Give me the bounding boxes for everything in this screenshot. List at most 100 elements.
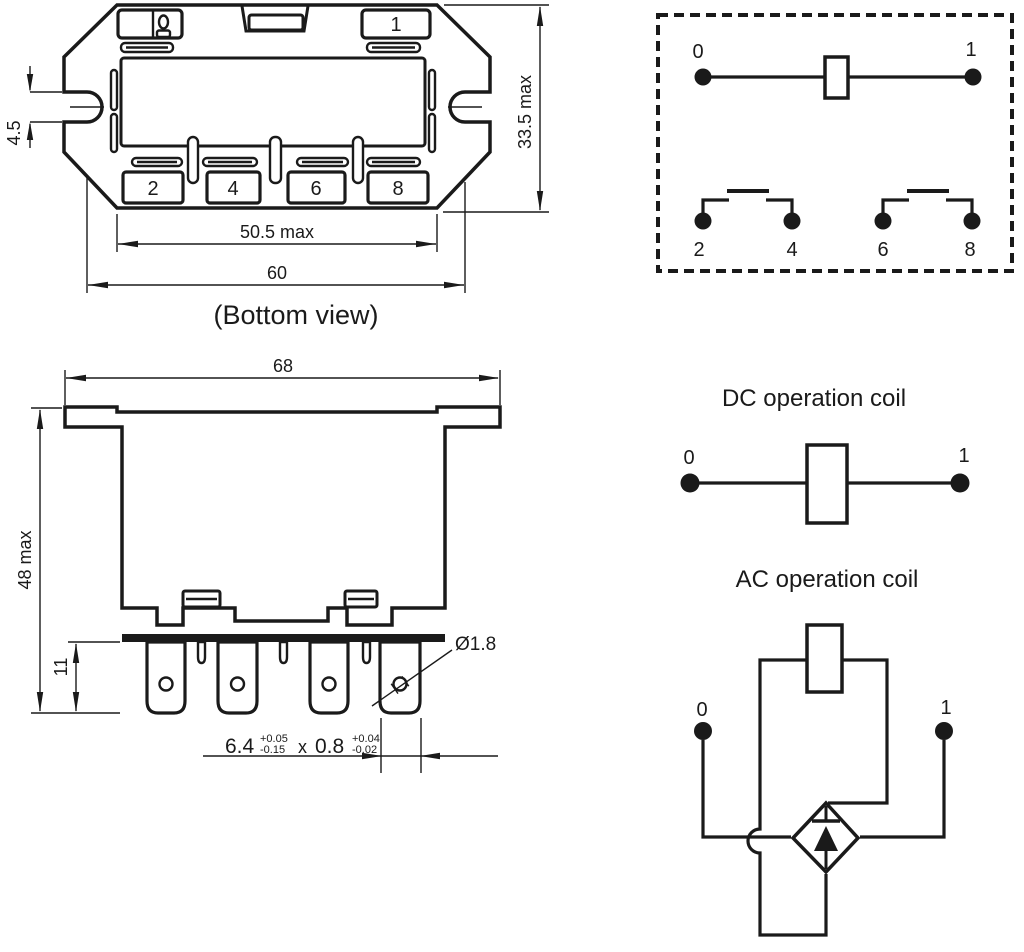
contact-terminal-6-label: 6: [877, 239, 888, 261]
coil-terminal-0: [694, 68, 712, 86]
dc-coil-diagram: DC operation coil 0 1: [680, 385, 970, 525]
coil-pad-1-label: 1: [390, 14, 401, 36]
vent-bar-4: [365, 156, 422, 168]
base-plate: [122, 634, 445, 642]
contact-pad-4: [205, 170, 262, 205]
dim-hole-dia-label: Ø1.8: [455, 634, 496, 655]
contact-pad-6-label: 6: [310, 178, 321, 200]
inner-cavity: [119, 56, 427, 148]
contact-8-lead: [946, 198, 974, 214]
coil-terminal-0-label: 0: [692, 41, 703, 63]
bottom-view: 1 2 4 6 8: [4, 3, 549, 330]
stub-pin-3: [361, 640, 372, 665]
coil-symbol: [823, 55, 850, 100]
vent-bar-2: [201, 156, 259, 168]
ac-terminal-0-label: 0: [696, 699, 707, 721]
contact-terminal-2: [694, 212, 712, 230]
ac-terminal-0: [694, 722, 712, 740]
ac-coil-left-wire: [746, 658, 828, 937]
ac-coil-right-wire: [828, 658, 889, 805]
latch-right: [343, 589, 379, 609]
dc-coil-title: DC operation coil: [722, 385, 906, 412]
left-rib-bottom: [109, 112, 119, 154]
divider-slot-3: [351, 135, 365, 185]
contact-4-lead: [766, 198, 794, 214]
contact-pad-4-label: 4: [227, 178, 238, 200]
left-rib-top: [109, 68, 119, 112]
right-rib-top: [427, 68, 437, 112]
dc-coil-symbol: [805, 443, 849, 525]
dc-terminal-0: [680, 473, 700, 493]
blade-thickness-plus-label: +0.04: [352, 733, 380, 745]
dc-terminal-1-label: 1: [958, 445, 969, 467]
dim-terminal-length: 11: [51, 641, 120, 712]
dim-slot-span-label: 60: [267, 263, 287, 283]
contact-2-lead: [701, 198, 729, 214]
dim-height: 33.5 max: [443, 4, 549, 213]
ac-coil-title: AC operation coil: [736, 566, 919, 593]
contact-terminal-6: [874, 212, 892, 230]
contact-pad-8-label: 8: [392, 178, 403, 200]
case-outline: [62, 3, 492, 210]
vent-bar-top-left: [119, 41, 175, 54]
terminal-schematic: 0 1 2 4 6 8: [656, 13, 1014, 273]
coil-pad-1: [360, 8, 432, 40]
divider-slot-1: [186, 135, 200, 185]
contact-terminal-4-label: 4: [786, 239, 797, 261]
contact-pad-8: [366, 170, 430, 205]
dim-body-width: 50.5 max: [116, 214, 438, 252]
blade-times-label: x: [298, 737, 307, 757]
blade-terminal-1-hole: [158, 676, 174, 692]
dim-total-height: 48 max: [15, 407, 120, 714]
contact-terminal-4: [783, 212, 801, 230]
blade-width-plus-label: +0.05: [260, 733, 288, 745]
contact-6-lead: [881, 198, 909, 214]
bottom-view-caption: (Bottom view): [213, 300, 378, 330]
contact-pad-2: [121, 170, 185, 205]
vent-bar-1: [130, 156, 184, 168]
blade-thickness-minus-label: -0.02: [352, 744, 377, 756]
dim-blade-section: 6.4 +0.05 -0.15 x 0.8 +0.04 -0.02: [203, 718, 498, 773]
stub-pin-2: [278, 640, 289, 665]
coil-terminal-1: [964, 68, 982, 86]
coil-pad-0-slot: [157, 14, 170, 30]
coil-pad-0-notch: [155, 29, 172, 39]
diode-triangle: [814, 826, 838, 851]
blade-terminal-3-hole: [321, 676, 337, 692]
dim-body-width-label: 50.5 max: [240, 222, 314, 242]
contact-pad-6: [286, 170, 347, 205]
dim-total-height-label: 48 max: [15, 530, 35, 589]
side-view: 68 48 max 11 Ø1.8: [15, 356, 502, 773]
dc-terminal-0-label: 0: [683, 447, 694, 469]
ac-terminal-1: [935, 722, 953, 740]
coil-terminal-1-label: 1: [965, 39, 976, 61]
contact-pad-2-label: 2: [147, 178, 158, 200]
schematic-border: [656, 13, 1014, 273]
blade-thickness-label: 0.8: [315, 735, 344, 758]
vent-bar-3: [295, 156, 350, 168]
side-outline: [63, 405, 502, 627]
dim-flange-width-label: 68: [273, 356, 293, 376]
contact-terminal-8-label: 8: [964, 239, 975, 261]
dim-flange-width: 68: [64, 356, 501, 405]
stub-pin-1: [196, 640, 207, 665]
dim-slot-width: 4.5: [4, 66, 62, 148]
ac-coil-symbol: [805, 623, 844, 694]
ac-terminal-1-wire: [860, 740, 946, 839]
vent-bar-top-right: [365, 41, 422, 54]
dim-slot-span: 60: [86, 178, 466, 293]
contact-terminal-2-label: 2: [693, 239, 704, 261]
ac-terminal-1-label: 1: [940, 697, 951, 719]
top-notch: [240, 5, 310, 33]
dim-height-label: 33.5 max: [515, 75, 535, 149]
ac-coil-diagram: AC operation coil 0 1: [694, 566, 953, 937]
blade-width-minus-label: -0.15: [260, 744, 285, 756]
divider-slot-2: [268, 135, 283, 185]
ac-terminal-0-wire: [701, 740, 791, 839]
latch-left: [181, 589, 222, 609]
dc-terminal-1: [950, 473, 970, 493]
dim-terminal-length-label: 11: [51, 658, 71, 677]
dim-hole-dia: Ø1.8: [371, 634, 496, 707]
coil-pad-0: [116, 8, 184, 40]
